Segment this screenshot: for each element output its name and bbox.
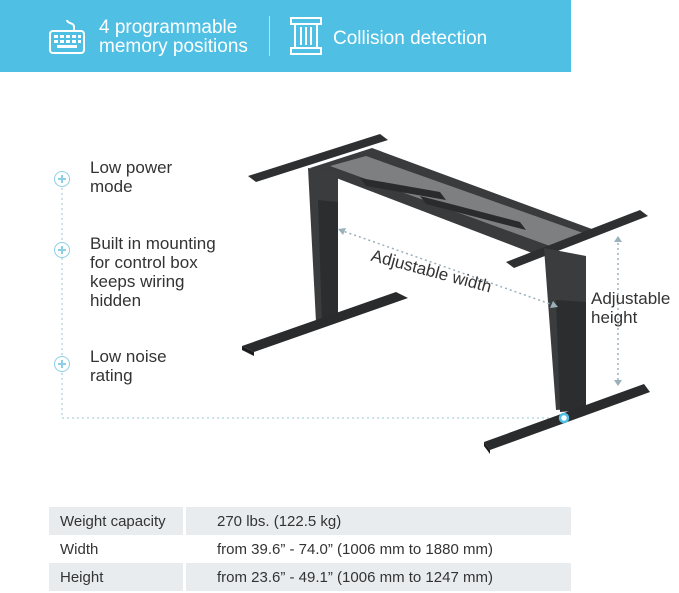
feature-low-power: Low power mode bbox=[90, 158, 172, 196]
feature-text-line: mode bbox=[90, 177, 133, 196]
adjustable-height-line: height bbox=[591, 308, 638, 327]
spec-value-cell: from 39.6” - 74.0” (1006 mm to 1880 mm) bbox=[186, 535, 571, 563]
feature-text-line: Low noise bbox=[90, 347, 167, 366]
plus-icon bbox=[54, 242, 70, 258]
feature-banner: 4 programmable memory positions Collisio… bbox=[0, 0, 571, 72]
spec-value-cell: 270 lbs. (122.5 kg) bbox=[186, 507, 571, 535]
spec-name-cell: Width bbox=[49, 535, 183, 563]
feature-mounting: Built in mounting for control box keeps … bbox=[90, 234, 216, 310]
banner-collision-label: Collision detection bbox=[333, 28, 488, 49]
keypad-icon bbox=[49, 19, 85, 54]
banner-divider bbox=[269, 16, 270, 56]
adjustable-height-label: Adjustable height bbox=[591, 289, 670, 327]
spec-name-cell: Height bbox=[49, 563, 183, 591]
feature-low-noise: Low noise rating bbox=[90, 347, 167, 385]
spec-row-width: Width from 39.6” - 74.0” (1006 mm to 188… bbox=[49, 535, 571, 563]
feature-text-line: rating bbox=[90, 366, 133, 385]
feature-text-line: hidden bbox=[90, 291, 142, 310]
plus-icon bbox=[54, 356, 70, 372]
spec-name: Width bbox=[60, 541, 99, 558]
spec-name: Weight capacity bbox=[60, 513, 166, 530]
banner-memory-line2: memory positions bbox=[99, 36, 248, 57]
spec-row-height: Height from 23.6” - 49.1” (1006 mm to 12… bbox=[49, 563, 571, 591]
feature-text-line: keeps wiring bbox=[90, 272, 185, 291]
spec-value: 270 lbs. (122.5 kg) bbox=[217, 513, 342, 530]
spec-value: from 39.6” - 74.0” (1006 mm to 1880 mm) bbox=[217, 541, 493, 558]
spec-name: Height bbox=[60, 569, 104, 586]
spec-row-weight: Weight capacity 270 lbs. (122.5 kg) bbox=[49, 507, 571, 535]
feature-text-line: Built in mounting bbox=[90, 234, 216, 253]
feature-text-line: Low power bbox=[90, 158, 173, 177]
banner-memory-line1: 4 programmable bbox=[99, 17, 238, 38]
plus-icon bbox=[54, 171, 70, 187]
feature-text-line: for control box bbox=[90, 253, 198, 272]
spec-value-cell: from 23.6” - 49.1” (1006 mm to 1247 mm) bbox=[186, 563, 571, 591]
adjustable-height-line: Adjustable bbox=[591, 289, 671, 308]
spec-name-cell: Weight capacity bbox=[49, 507, 183, 535]
spec-value: from 23.6” - 49.1” (1006 mm to 1247 mm) bbox=[217, 569, 493, 586]
pillar-icon bbox=[290, 17, 322, 55]
